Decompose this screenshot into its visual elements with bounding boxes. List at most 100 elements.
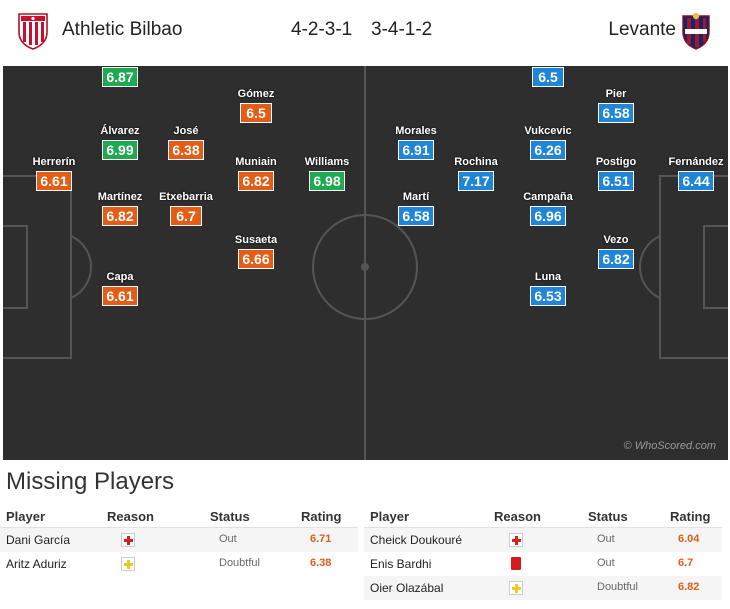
away-player[interactable]: Martí 6.58 bbox=[381, 191, 451, 226]
missing-rating: 6.7 bbox=[678, 557, 694, 569]
missing-rating: 6.04 bbox=[678, 533, 700, 545]
player-rating-badge: 6.51 bbox=[598, 171, 634, 191]
missing-player-name[interactable]: Dani García bbox=[6, 533, 71, 547]
player-rating-badge: 6.82 bbox=[598, 249, 634, 269]
away-player[interactable]: Postigo 6.51 bbox=[581, 156, 651, 191]
player-name[interactable]: Álvarez bbox=[100, 125, 140, 137]
away-missing-table: Player Reason Status Rating Cheick Douko… bbox=[364, 504, 722, 600]
doubtful-cross-icon[interactable] bbox=[121, 557, 135, 571]
col-rating: Rating bbox=[670, 509, 711, 524]
missing-status: Doubtful bbox=[219, 557, 260, 569]
away-player[interactable]: Luna 6.53 bbox=[513, 271, 583, 306]
injury-cross-icon[interactable] bbox=[121, 533, 135, 547]
home-player[interactable]: Williams 6.98 bbox=[292, 156, 362, 191]
col-status: Status bbox=[588, 509, 628, 524]
player-name[interactable]: Postigo bbox=[595, 156, 637, 168]
player-name[interactable]: Susaeta bbox=[234, 234, 278, 246]
home-team-name[interactable]: Athletic Bilbao bbox=[62, 19, 183, 40]
col-player: Player bbox=[370, 509, 410, 524]
table-row: Aritz Aduriz Doubtful 6.38 bbox=[0, 552, 358, 576]
player-name[interactable]: Pier bbox=[605, 88, 627, 100]
player-rating-badge: 6.7 bbox=[170, 206, 202, 226]
player-rating-badge: 6.98 bbox=[309, 171, 345, 191]
home-player[interactable]: Etxebarria 6.7 bbox=[151, 191, 221, 226]
table-header: Player Reason Status Rating bbox=[0, 504, 358, 528]
player-name[interactable]: Williams bbox=[304, 156, 350, 168]
col-player: Player bbox=[6, 509, 46, 524]
player-rating-badge: 6.53 bbox=[530, 286, 566, 306]
away-player[interactable]: Vezo 6.82 bbox=[581, 234, 651, 269]
pitch: Herrerín6.61Yuri6.87Álvarez6.99Martínez6… bbox=[3, 66, 728, 460]
player-name[interactable]: Etxebarria bbox=[159, 191, 213, 203]
home-player[interactable]: José 6.38 bbox=[151, 125, 221, 160]
player-rating-badge: 7.17 bbox=[458, 171, 494, 191]
watermark: © WhoScored.com bbox=[623, 440, 716, 452]
player-name[interactable]: Fernández bbox=[668, 156, 724, 168]
player-name[interactable]: Muniain bbox=[235, 156, 277, 168]
player-rating-badge: 6.99 bbox=[102, 140, 138, 160]
home-player[interactable]: Muniain 6.82 bbox=[221, 156, 291, 191]
player-name[interactable]: Luna bbox=[534, 271, 562, 283]
player-name[interactable]: Rochina bbox=[454, 156, 498, 168]
player-rating-badge: 6.5 bbox=[532, 67, 564, 87]
player-name[interactable]: Capa bbox=[106, 271, 134, 283]
missing-player-name[interactable]: Cheick Doukouré bbox=[370, 533, 463, 547]
player-rating-badge: 6.58 bbox=[398, 206, 434, 226]
home-missing-table: Player Reason Status Rating Dani García O… bbox=[0, 504, 358, 576]
away-team-name[interactable]: Levante bbox=[608, 19, 676, 40]
away-player[interactable]: Simon6.5 bbox=[513, 66, 583, 87]
player-name[interactable]: Martí bbox=[402, 191, 430, 203]
missing-rating: 6.82 bbox=[678, 581, 700, 593]
missing-status: Out bbox=[219, 533, 237, 545]
missing-player-name[interactable]: Aritz Aduriz bbox=[6, 557, 67, 571]
home-formation: 4-2-3-1 bbox=[291, 19, 353, 40]
missing-player-name[interactable]: Enis Bardhi bbox=[370, 557, 432, 571]
home-player[interactable]: Herrerín 6.61 bbox=[19, 156, 89, 191]
home-player[interactable]: Yuri6.87 bbox=[85, 66, 155, 87]
player-name[interactable]: Campaña bbox=[523, 191, 573, 203]
player-rating-badge: 6.91 bbox=[398, 140, 434, 160]
player-rating-badge: 6.61 bbox=[36, 171, 72, 191]
player-rating-badge: 6.26 bbox=[530, 140, 566, 160]
away-player[interactable]: Rochina 7.17 bbox=[441, 156, 511, 191]
missing-player-name[interactable]: Oier Olazábal bbox=[370, 581, 444, 595]
red-card-icon[interactable] bbox=[511, 557, 521, 570]
player-rating-badge: 6.61 bbox=[102, 286, 138, 306]
player-rating-badge: 6.5 bbox=[240, 103, 272, 123]
home-player[interactable]: Álvarez 6.99 bbox=[85, 125, 155, 160]
player-rating-badge: 6.87 bbox=[102, 67, 138, 87]
athletic-bilbao-crest-icon[interactable] bbox=[17, 12, 49, 50]
doubtful-cross-icon[interactable] bbox=[509, 581, 523, 595]
player-name[interactable]: Gómez bbox=[237, 88, 275, 100]
match-header: Athletic Bilbao 4-2-3-1 3-4-1-2 Levante bbox=[0, 0, 730, 64]
away-player[interactable]: Morales 6.91 bbox=[381, 125, 451, 160]
levante-crest-icon[interactable] bbox=[680, 12, 712, 50]
player-name[interactable]: Herrerín bbox=[32, 156, 76, 168]
player-name[interactable]: Vukcevic bbox=[524, 125, 572, 137]
away-player[interactable]: Pier 6.58 bbox=[581, 88, 651, 123]
home-player[interactable]: Capa 6.61 bbox=[85, 271, 155, 306]
missing-status: Out bbox=[597, 533, 615, 545]
player-name[interactable]: Morales bbox=[395, 125, 437, 137]
away-player[interactable]: Vukcevic 6.26 bbox=[513, 125, 583, 160]
col-reason: Reason bbox=[107, 509, 154, 524]
missing-rating: 6.38 bbox=[310, 557, 332, 569]
player-rating-badge: 6.38 bbox=[168, 140, 204, 160]
player-rating-badge: 6.58 bbox=[598, 103, 634, 123]
home-player[interactable]: Gómez 6.5 bbox=[221, 88, 291, 123]
table-row: Cheick Doukouré Out 6.04 bbox=[364, 528, 722, 552]
player-name[interactable]: José bbox=[173, 125, 199, 137]
player-name[interactable]: Martínez bbox=[97, 191, 143, 203]
table-header: Player Reason Status Rating bbox=[364, 504, 722, 528]
injury-cross-icon[interactable] bbox=[509, 533, 523, 547]
player-name[interactable]: Vezo bbox=[603, 234, 629, 246]
missing-players-title: Missing Players bbox=[6, 468, 175, 495]
player-rating-badge: 6.82 bbox=[238, 171, 274, 191]
